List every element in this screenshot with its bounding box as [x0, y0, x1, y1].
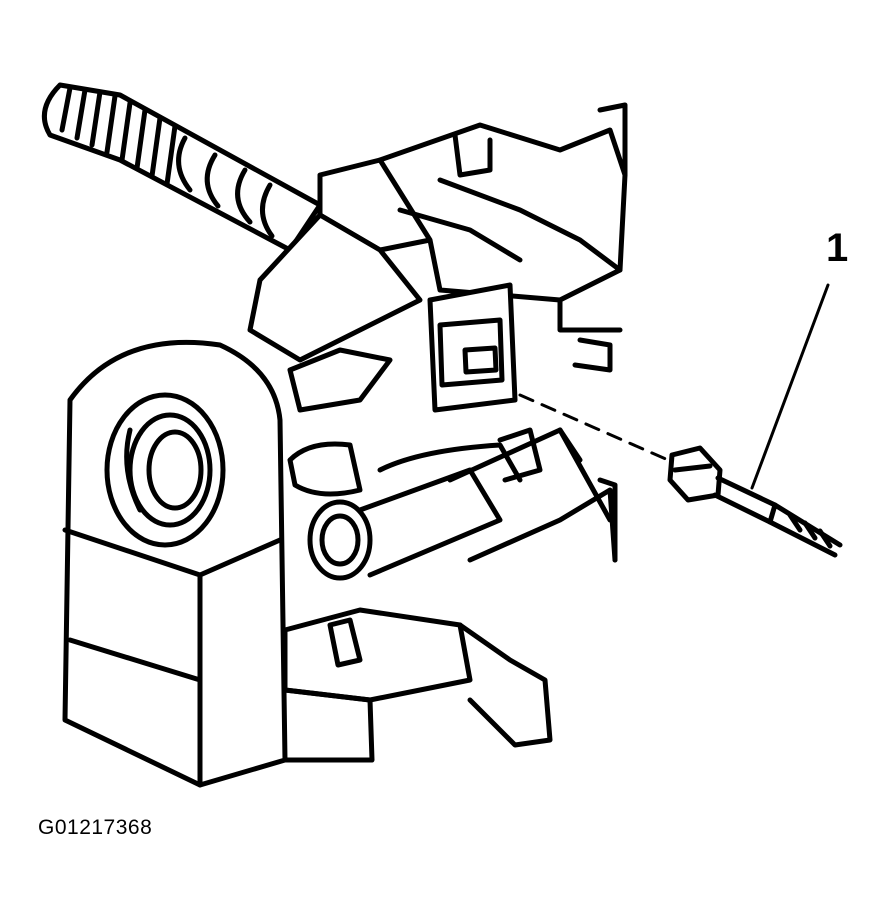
ignition-switch — [430, 285, 515, 410]
release-tool — [670, 448, 840, 555]
callout-label-1: 1 — [826, 226, 849, 270]
callout-leader-line — [752, 285, 828, 488]
column-housing — [250, 105, 625, 370]
lock-housing — [65, 342, 285, 785]
alignment-dashed-line — [520, 395, 668, 460]
mounting-bracket — [285, 430, 615, 760]
steering-shaft — [44, 85, 320, 250]
figure-id: G01217368 — [38, 816, 153, 839]
